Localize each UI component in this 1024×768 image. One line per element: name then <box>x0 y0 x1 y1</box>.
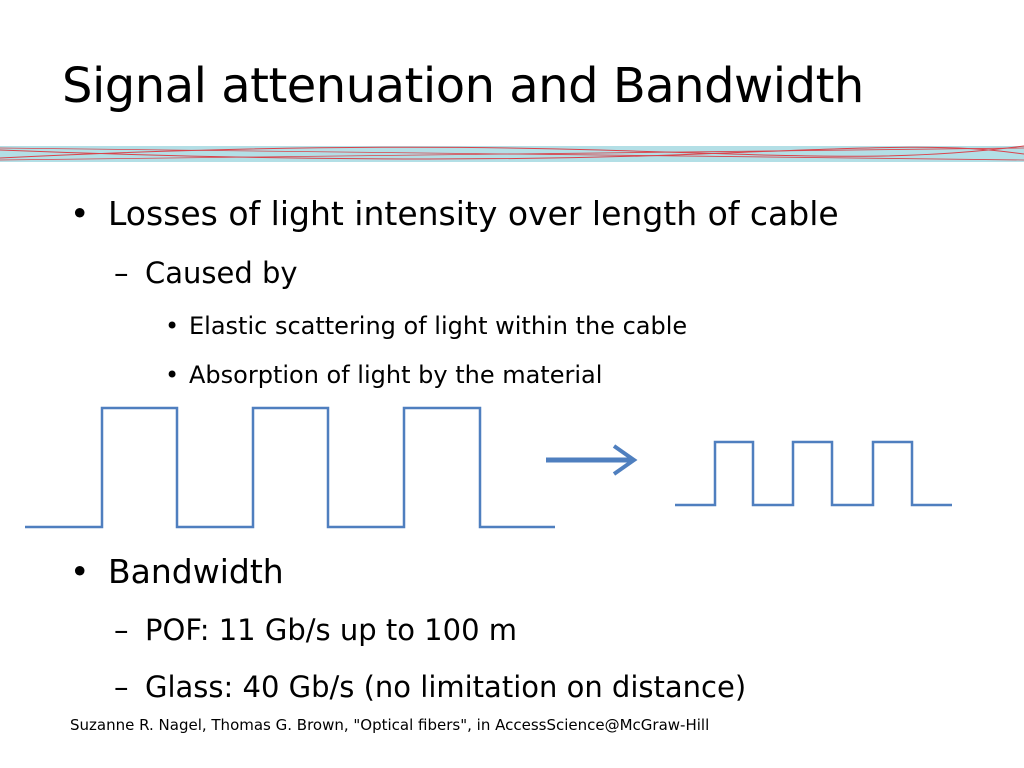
bullet-bandwidth: • Bandwidth <box>70 555 284 588</box>
bullet-text: Glass: 40 Gb/s (no limitation on distanc… <box>145 670 747 704</box>
decorative-header-band <box>0 145 1024 162</box>
citation-footer: Suzanne R. Nagel, Thomas G. Brown, "Opti… <box>70 716 710 734</box>
right-arrow-icon <box>546 444 638 476</box>
bullet-text: Absorption of light by the material <box>189 361 603 389</box>
dash-marker: – <box>114 670 129 704</box>
sub-bullet-caused-by: –Caused by <box>114 259 298 288</box>
dash-marker: – <box>114 256 129 290</box>
input-square-wave <box>25 406 555 529</box>
bullet-losses-of-light: • Losses of light intensity over length o… <box>70 197 839 230</box>
sub-sub-bullet-elastic-scattering: • Elastic scattering of light within the … <box>165 314 687 338</box>
bullet-text: Caused by <box>145 256 298 290</box>
sub-sub-bullet-absorption: • Absorption of light by the material <box>165 363 602 387</box>
bullet-marker: • <box>165 361 180 389</box>
attenuation-diagram <box>25 406 952 529</box>
bullet-text: Bandwidth <box>108 552 284 591</box>
attenuated-square-wave <box>675 440 952 507</box>
bullet-marker: • <box>70 552 90 591</box>
bullet-marker: • <box>165 312 180 340</box>
dash-marker: – <box>114 613 129 647</box>
bullet-text: POF: 11 Gb/s up to 100 m <box>145 613 517 647</box>
sub-bullet-pof: –POF: 11 Gb/s up to 100 m <box>114 616 517 645</box>
bullet-marker: • <box>70 194 90 233</box>
bullet-text: Losses of light intensity over length of… <box>108 194 839 233</box>
slide-title: Signal attenuation and Bandwidth <box>62 58 864 114</box>
bullet-text: Elastic scattering of light within the c… <box>189 312 688 340</box>
sub-bullet-glass: –Glass: 40 Gb/s (no limitation on distan… <box>114 673 746 702</box>
